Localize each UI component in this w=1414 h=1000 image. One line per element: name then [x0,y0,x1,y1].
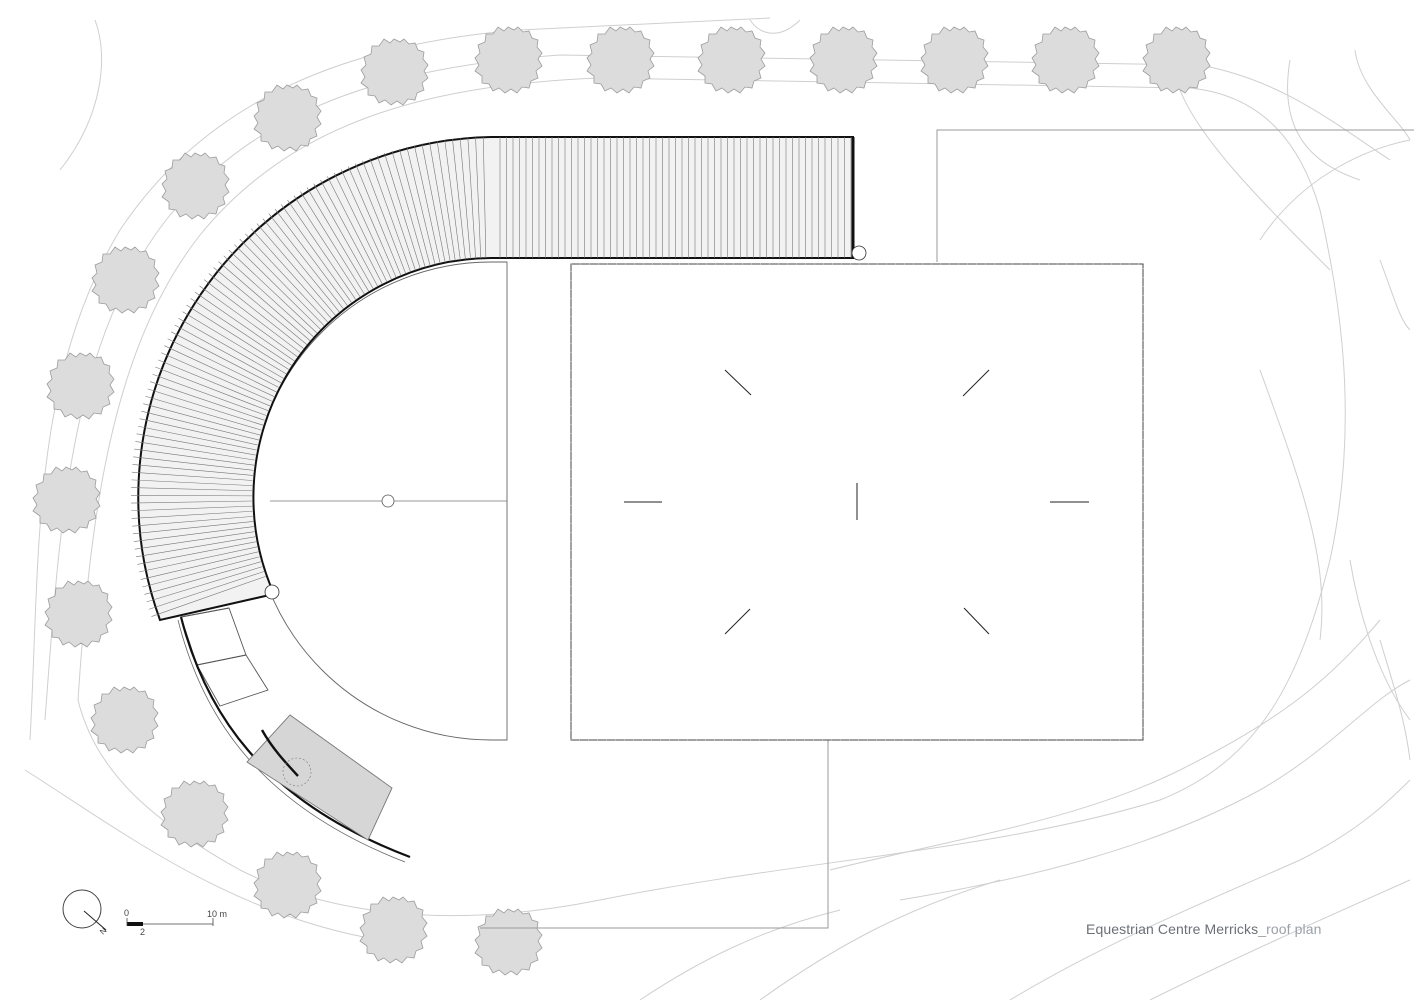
project-name: Equestrian Centre Merricks [1086,921,1259,937]
north-label: N [98,926,109,937]
curved-roof-wing [131,136,855,622]
scale-bar [126,918,214,926]
tree [920,26,989,94]
tree [697,26,766,94]
tree [253,851,322,919]
tree [1142,26,1211,94]
courtyard-post [381,494,395,508]
downpipe-east [851,245,867,261]
tree [161,152,230,220]
canopy-arc-inner [177,619,406,863]
north-arrow: N [62,889,109,937]
tree [809,26,878,94]
site-outlines [480,129,1414,929]
tree [46,352,115,420]
downpipe-west [264,584,280,600]
wash-bay-drain [282,757,312,787]
tree [586,26,655,94]
tree [253,84,322,152]
tree [91,246,160,314]
tree [90,686,159,754]
tree [160,780,229,848]
tree [360,38,429,106]
scale-label-start: 0 [124,908,130,918]
arena [570,263,1144,741]
tree [474,908,543,976]
drawing-title: Equestrian Centre Merricks_roof plan [1086,921,1322,937]
sheet-name: roof plan [1266,921,1322,937]
scale-label-end: 10 m [207,909,228,919]
scale-label-mid: 2 [140,927,146,937]
wash-bay-wall [260,729,299,777]
tree [1031,26,1100,94]
wash-bay-shaded [246,714,393,841]
canopy-arc [179,616,411,859]
tree [32,466,101,534]
title-separator: _ [1258,921,1267,937]
tree [359,896,428,964]
